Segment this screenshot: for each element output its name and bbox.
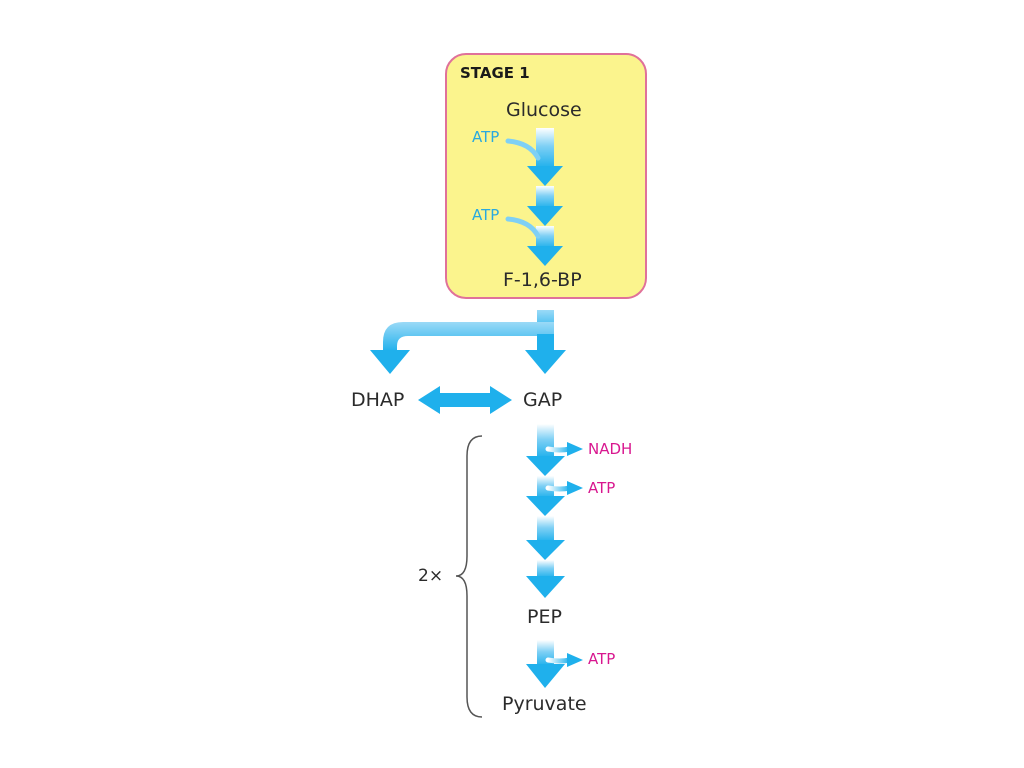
pep-to-pyruvate-arrow bbox=[526, 640, 565, 688]
atp-input-arrow-2 bbox=[505, 216, 541, 239]
atp-output-label-1: ATP bbox=[588, 479, 616, 497]
nadh-output-arrow bbox=[545, 442, 583, 456]
atp-input-arrow-1 bbox=[505, 138, 541, 161]
atp-output-label-2: ATP bbox=[588, 650, 616, 668]
multiplier-label: 2× bbox=[418, 566, 444, 586]
curly-brace bbox=[455, 435, 483, 718]
split-arrow bbox=[370, 310, 566, 374]
atp-output-arrow-1 bbox=[545, 481, 583, 495]
atp-output-arrow-2 bbox=[545, 653, 583, 667]
dhap-gap-double-arrow bbox=[418, 386, 512, 414]
pep-label: PEP bbox=[527, 606, 562, 628]
gap-to-pep-arrow bbox=[526, 424, 565, 598]
nadh-output-label: NADH bbox=[588, 440, 633, 458]
stage-title: STAGE 1 bbox=[460, 64, 530, 82]
pyruvate-label: Pyruvate bbox=[502, 693, 587, 715]
glucose-label: Glucose bbox=[506, 99, 582, 121]
dhap-label: DHAP bbox=[351, 389, 405, 411]
gap-label: GAP bbox=[523, 389, 563, 411]
atp-input-label-1: ATP bbox=[472, 128, 500, 146]
atp-input-label-2: ATP bbox=[472, 206, 500, 224]
f16bp-label: F-1,6-BP bbox=[503, 269, 582, 291]
